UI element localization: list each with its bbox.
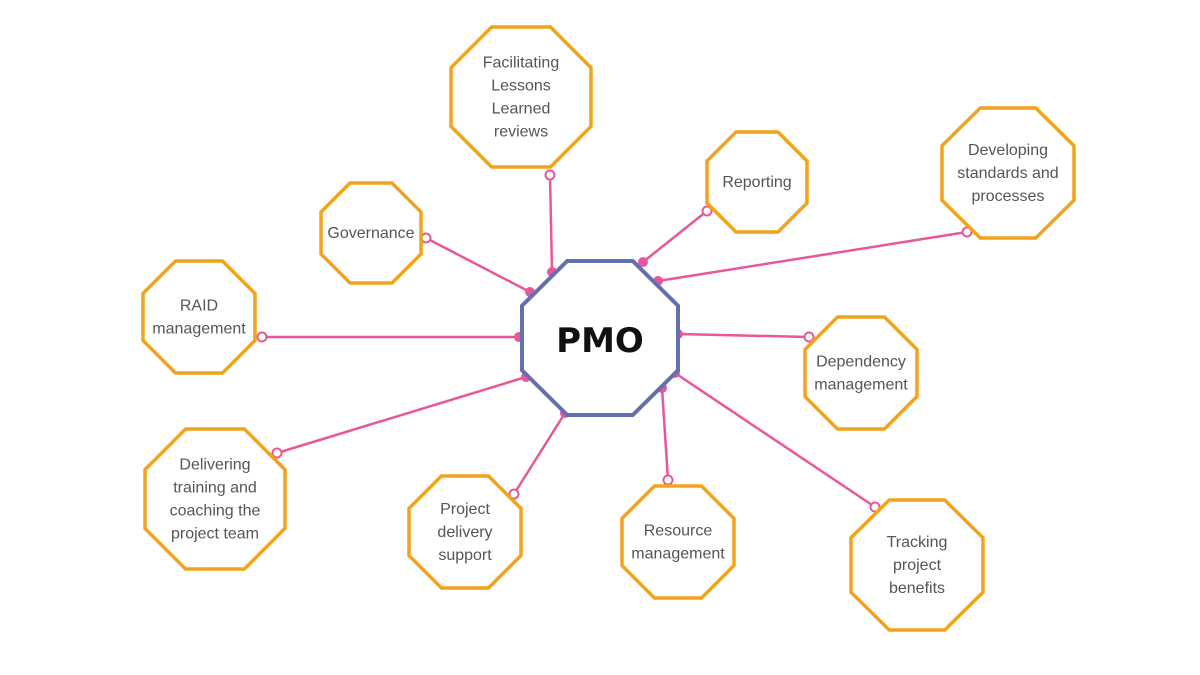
node-label-line: Facilitating [483,55,559,72]
node-label-line: benefits [889,580,945,597]
node-label-line: project [893,557,942,574]
node-label-line: delivery [437,524,492,541]
node-label-line: Tracking [887,534,948,551]
node-label-line: Project [440,501,490,518]
node-label-line: management [631,546,725,563]
node-dependency: Dependency management [803,315,919,431]
connector-end-ring [701,205,713,217]
node-label-line: reviews [494,124,548,141]
node-label-line: coaching the [170,503,261,520]
node-octagon [407,474,523,590]
node-label-line: Governance [327,225,414,242]
connector-end-ring [508,488,520,500]
node-label-line: Delivering [179,457,250,474]
node-octagon [141,259,257,375]
node-label-line: Lessons [491,78,551,95]
connector-dependency [677,332,810,339]
node-raid: RAID management [141,259,257,375]
node-label-line: project team [171,526,259,543]
node-octagon [620,484,736,600]
connector-benefits [674,371,876,509]
node-resource: Resource management [620,484,736,600]
node-label-line: support [438,547,492,564]
node-label-line: Reporting [722,174,791,191]
node-delivery: Project delivery support [407,474,523,590]
node-label-line: RAID [180,298,218,315]
node-label-line: Resource [644,523,713,540]
node-label-line: Developing [968,142,1048,159]
connector-end-ring [544,169,556,181]
center-label: PMO [556,321,644,361]
node-octagon [705,130,809,234]
connector-standards [657,230,968,283]
node-reporting: Reporting [705,130,809,234]
node-octagon [449,25,593,169]
node-training: Delivering training and coaching the projec… [143,427,287,571]
connector-start-dot [638,257,648,267]
connector-end-ring [420,232,432,244]
node-label-line: Learned [492,101,551,118]
node-label-line: training and [173,480,257,497]
connector-training [276,375,527,455]
node-label-line: processes [972,188,1045,205]
connector-lessons [548,174,554,273]
center-node: PMO [520,259,680,417]
center-octagon [520,259,680,417]
connector-end-ring [256,331,268,343]
node-octagon [849,498,985,632]
node-governance: Governance [319,181,423,285]
connector-resource [660,387,670,481]
connector-end-ring [961,226,973,238]
node-octagon [940,106,1076,240]
connector-end-ring [869,501,881,513]
node-standards: Developing standards and processes [940,106,1076,240]
connectors [256,169,973,513]
node-octagon [319,181,423,285]
connector-end-ring [271,447,283,459]
node-label-line: standards and [957,165,1058,182]
node-octagon [143,427,287,571]
connector-reporting [642,210,708,263]
node-label-line: Dependency [816,354,906,371]
node-label-line: management [814,377,908,394]
node-label-line: management [152,321,246,338]
connector-end-ring [803,331,815,343]
node-octagon [803,315,919,431]
connector-governance [425,236,531,294]
node-benefits: Tracking project benefits [849,498,985,632]
connector-delivery [512,412,567,495]
connector-end-ring [662,474,674,486]
